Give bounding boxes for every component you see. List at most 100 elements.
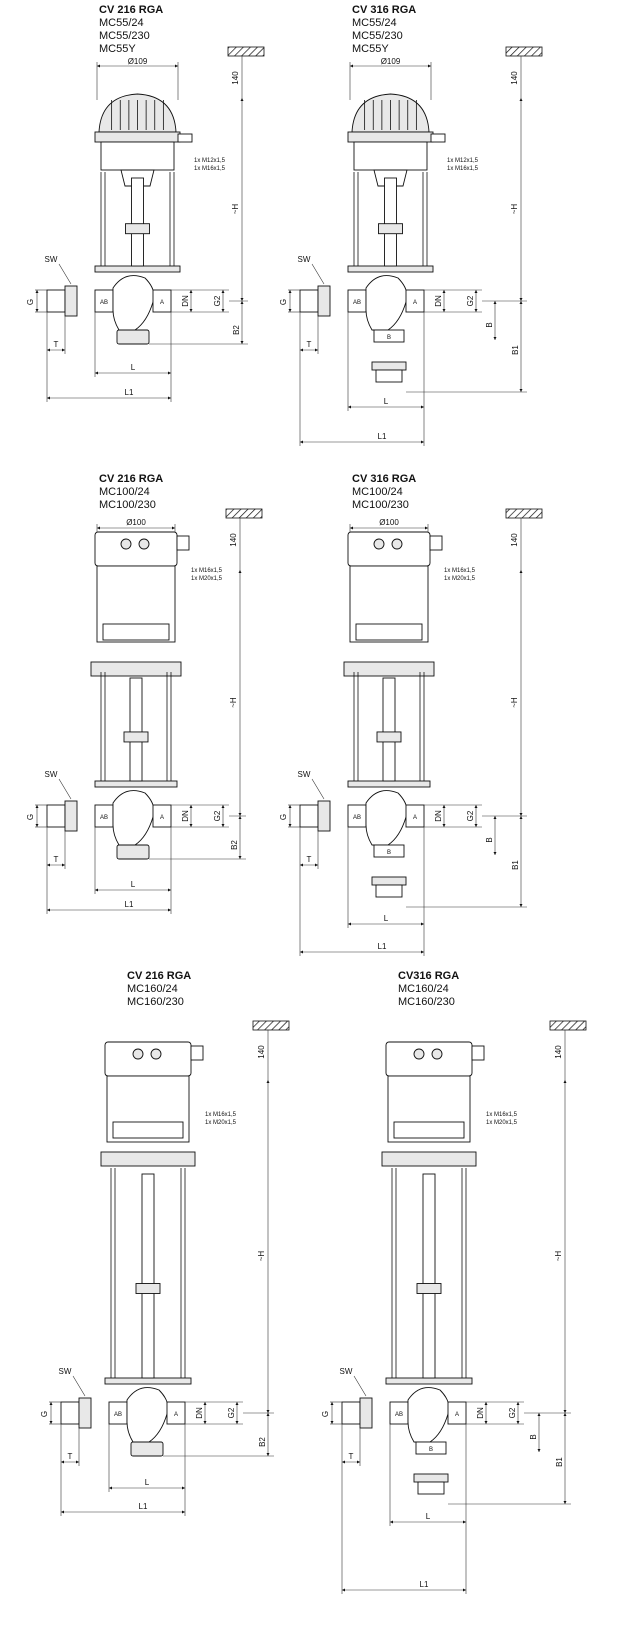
g2-label: G2 [213, 295, 222, 306]
diameter-label: Ø109 [128, 57, 148, 66]
b2-label: B2 [230, 840, 239, 850]
b1-label: B1 [555, 1457, 564, 1467]
clearance-label: 140 [510, 533, 519, 547]
port-a-label: A [174, 1412, 178, 1418]
union-nut [64, 800, 78, 832]
yoke-plate [347, 265, 434, 273]
valve-body [126, 1387, 169, 1443]
cable-spec: 1x M16x1,5 [191, 568, 223, 574]
l1-label: L1 [125, 388, 134, 397]
fitting-tail [375, 369, 403, 383]
actuator-ring [94, 131, 181, 143]
knob-icon [373, 538, 385, 550]
actuator-head [347, 531, 431, 567]
valve-type: CV316 RGA [398, 970, 460, 982]
stem-coupling [376, 731, 402, 743]
diameter-label: Ø100 [126, 518, 146, 527]
stem-coupling [135, 1283, 161, 1294]
actuator-body [353, 141, 428, 171]
diameter-label: Ø100 [379, 518, 399, 527]
fitting-nut [371, 361, 407, 371]
valve-type: CV 216 RGA [99, 473, 164, 485]
dn-label: DN [181, 810, 190, 822]
model-line: MC100/230 [352, 499, 409, 511]
port-b [373, 844, 405, 858]
g2-label: G2 [466, 810, 475, 821]
union-nut [64, 285, 78, 317]
port-b-label: B [387, 335, 391, 341]
stem-coupling [416, 1283, 442, 1294]
union-tail [299, 289, 319, 313]
name-plate [112, 1121, 184, 1139]
valve-stem [384, 177, 397, 267]
port-ab-label: AB [114, 1412, 122, 1418]
g2-label: G2 [213, 810, 222, 821]
port-ab-label: AB [100, 815, 108, 821]
yoke-plate [94, 780, 178, 788]
union-tail [46, 289, 66, 313]
l-label: L [426, 1512, 431, 1521]
sw-label: SW [59, 1367, 72, 1376]
valve-stem [141, 1173, 155, 1379]
l1-label: L1 [139, 1502, 148, 1511]
model-line: MC160/230 [127, 996, 184, 1008]
sw-leader [353, 1375, 367, 1397]
actuator-ring [347, 131, 434, 143]
model-line: MC100/24 [99, 486, 150, 498]
valve-stem [382, 677, 396, 782]
t-label: T [307, 340, 312, 349]
bottom-plug [130, 1441, 164, 1457]
port-ab-label: AB [100, 300, 108, 306]
sw-leader [58, 778, 72, 800]
diameter-label: Ø109 [381, 57, 401, 66]
knob-icon [138, 538, 150, 550]
cable-gland [429, 535, 443, 551]
cable-gland [176, 535, 190, 551]
height-label: ~H [231, 204, 240, 215]
union-nut [78, 1397, 92, 1429]
sw-label: SW [45, 255, 58, 264]
union-tail [341, 1401, 361, 1425]
bottom-plug [116, 844, 150, 860]
cable-gland [471, 1045, 485, 1061]
valve-type: CV 216 RGA [99, 4, 164, 16]
b2-label: B2 [258, 1437, 267, 1447]
port-a-label: A [455, 1412, 459, 1418]
height-label: ~H [554, 1251, 563, 1262]
cable-spec: 1x M20x1,5 [444, 576, 476, 582]
model-line: MC160/24 [127, 983, 178, 995]
block-5-title: CV 216 RGA MC160/24 MC160/230 [127, 970, 191, 1009]
knob-icon [431, 1048, 443, 1060]
ceiling-hatch [549, 1020, 587, 1031]
cable-spec: 1x M16x1,5 [486, 1112, 518, 1118]
b-label: B [485, 322, 494, 327]
model-line: MC100/230 [99, 499, 156, 511]
sw-label: SW [340, 1367, 353, 1376]
cable-gland [430, 133, 446, 143]
block-2-title: CV 316 RGA MC55/24 MC55/230 MC55Y [352, 4, 416, 56]
union-nut [317, 285, 331, 317]
port-ab-label: AB [353, 300, 361, 306]
actuator-base [100, 1151, 196, 1167]
port-a [405, 289, 425, 313]
model-line: MC55Y [352, 43, 389, 55]
sw-label: SW [298, 255, 311, 264]
port-ab-label: AB [395, 1412, 403, 1418]
ceiling-hatch [225, 508, 263, 519]
name-plate [355, 623, 423, 641]
valve-type: CV 216 RGA [127, 970, 192, 982]
clearance-label: 140 [510, 71, 519, 85]
actuator-head [94, 531, 178, 567]
port-a [405, 804, 425, 828]
port-b [373, 329, 405, 343]
valve-type: CV 316 RGA [352, 4, 417, 16]
cable-spec: 1x M12x1,5 [194, 158, 226, 164]
b-label: B [529, 1434, 538, 1439]
g2-label: G2 [466, 295, 475, 306]
ceiling-hatch [227, 46, 265, 57]
l-label: L [384, 914, 389, 923]
l-label: L [145, 1478, 150, 1487]
port-b-label: B [429, 1447, 433, 1453]
